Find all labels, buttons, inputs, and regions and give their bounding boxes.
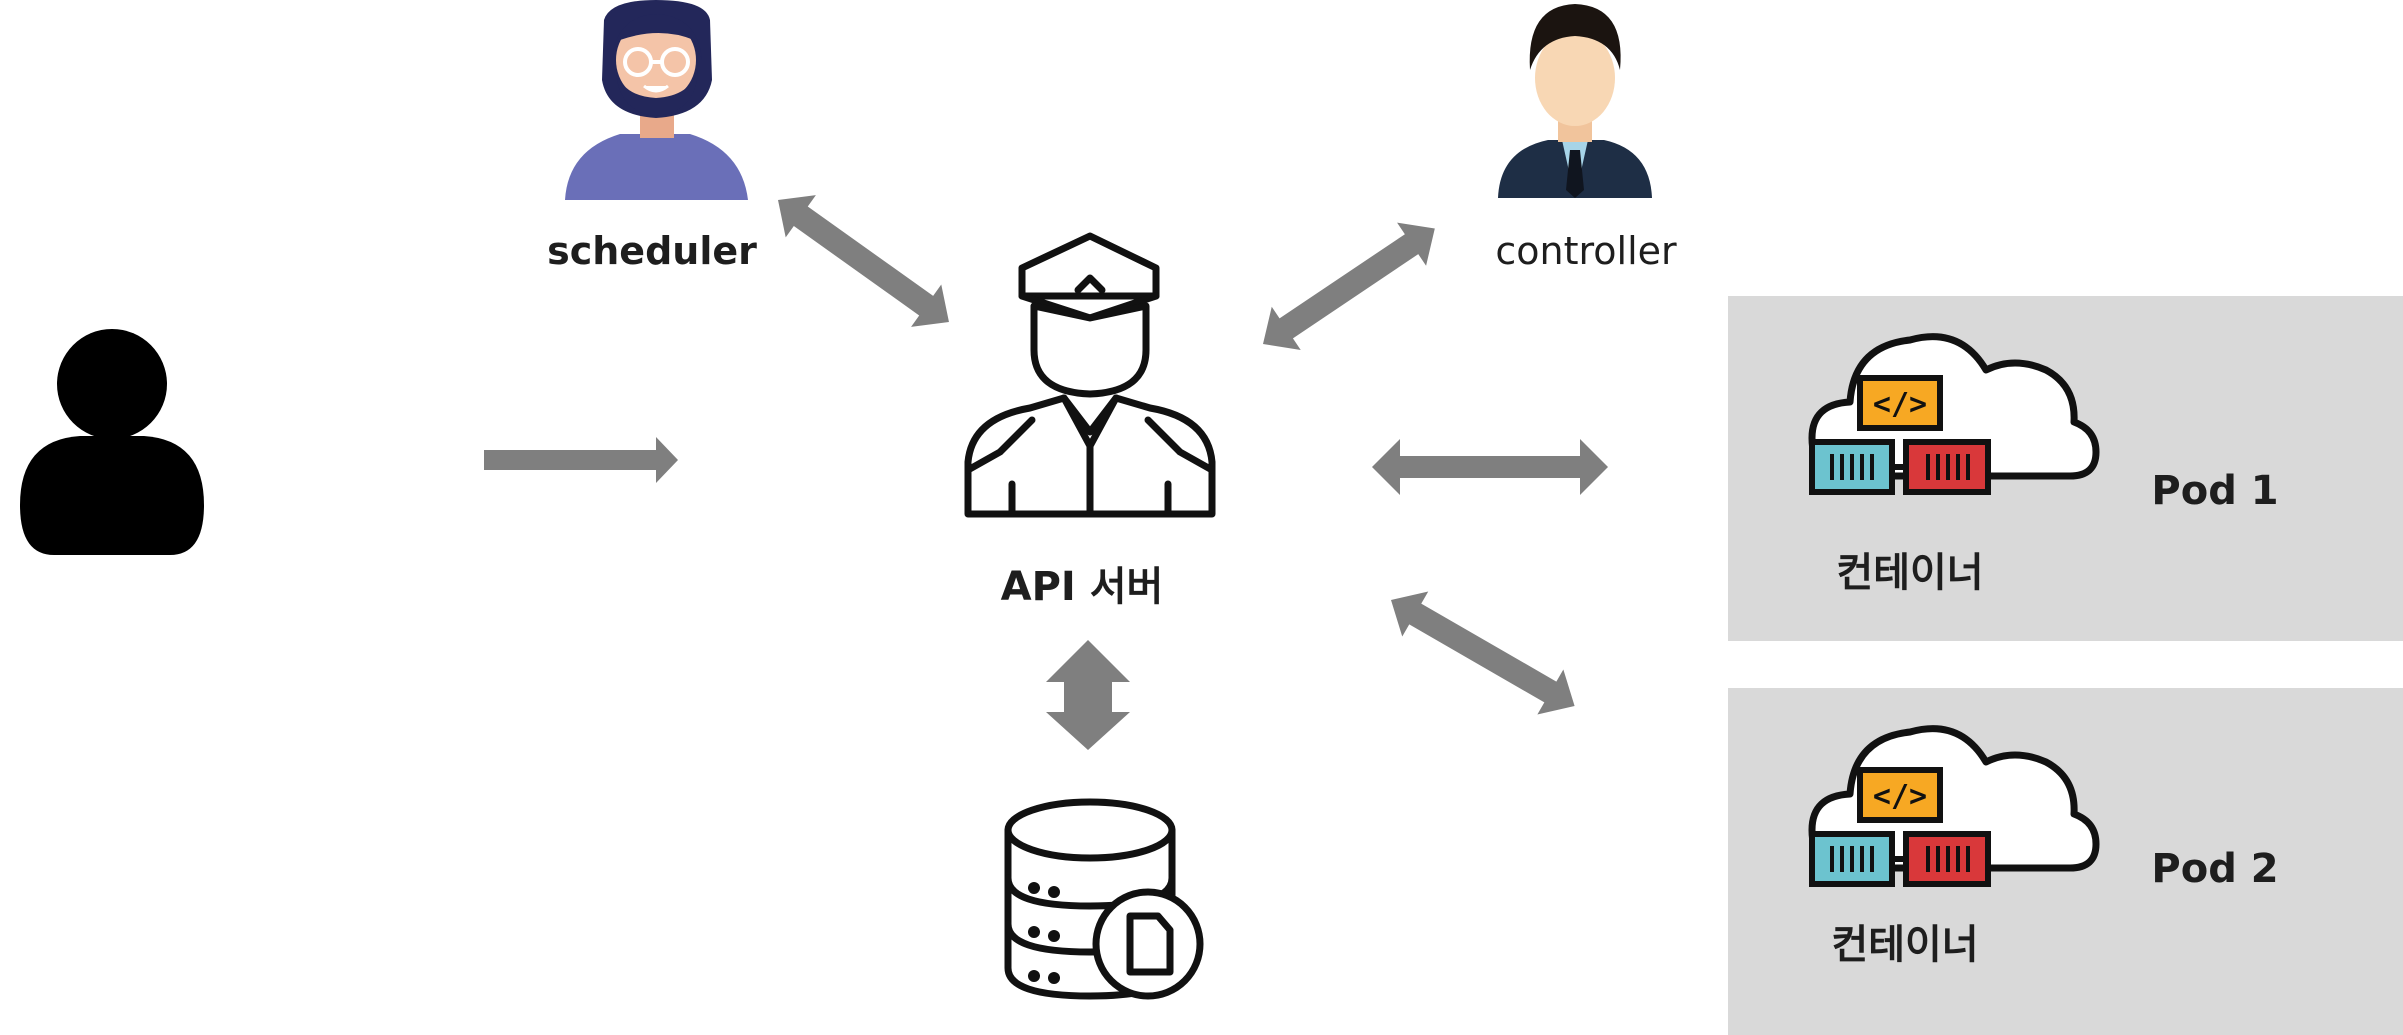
police-officer-icon bbox=[964, 232, 1216, 518]
pod-1-container-label: 컨테이너 bbox=[1836, 550, 1983, 596]
arrow-api-etcd bbox=[1046, 640, 1130, 750]
pod-1-name: Pod 1 bbox=[2151, 468, 2278, 514]
cloud-containers-icon: </> bbox=[1808, 333, 2100, 495]
controller-label: controller bbox=[1495, 229, 1677, 273]
cloud-containers-icon: </> bbox=[1808, 725, 2100, 887]
database-icon bbox=[1004, 798, 1204, 1000]
svg-text:</>: </> bbox=[1873, 387, 1927, 422]
arrow-scheduler-api bbox=[778, 195, 949, 327]
pod-2-container-label: 컨테이너 bbox=[1831, 922, 1978, 968]
controller-person-icon bbox=[1498, 4, 1652, 198]
pod-2-name: Pod 2 bbox=[2151, 846, 2278, 892]
svg-text:</>: </> bbox=[1873, 779, 1927, 814]
arrow-controller-api bbox=[1263, 222, 1435, 350]
scheduler-person-icon bbox=[565, 0, 748, 200]
scheduler-label: scheduler bbox=[547, 229, 757, 273]
arrow-api-pod1 bbox=[1372, 439, 1608, 495]
arrow-user-to-api bbox=[484, 437, 678, 483]
arrow-api-pod2 bbox=[1391, 591, 1575, 715]
api-server-label: API 서버 bbox=[1001, 564, 1164, 610]
user-icon bbox=[20, 329, 204, 555]
